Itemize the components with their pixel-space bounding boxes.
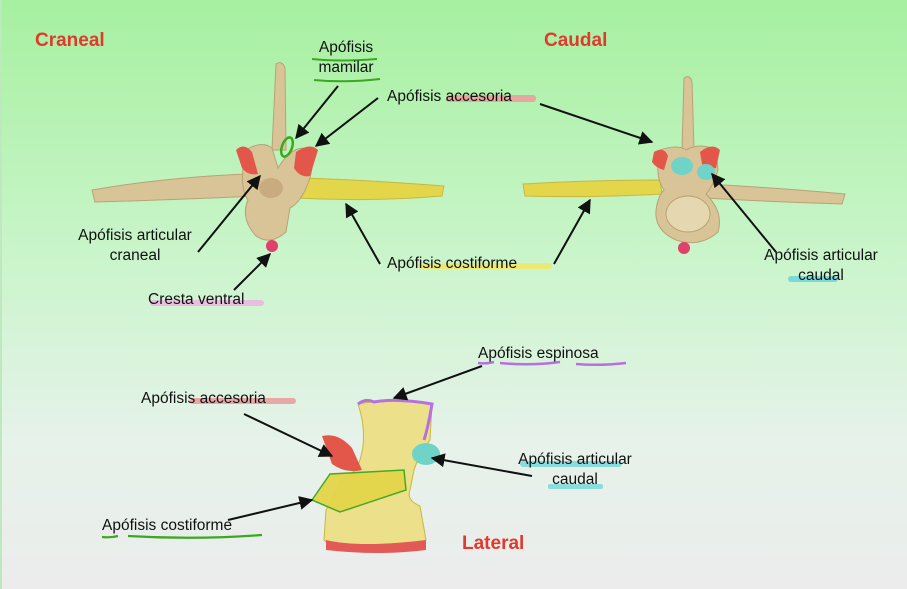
label-apofisis-mamilar-line1: Apófisis <box>318 39 374 56</box>
caudal-vertebra <box>522 76 846 254</box>
label-apofisis-articular-craneal-line1: Apófisis articular <box>78 227 192 244</box>
label-apofisis-espinosa: Apófisis espinosa <box>478 345 599 362</box>
lateral-vertebra <box>310 398 440 553</box>
label-apofisis-articular-caudal-right: Apófisis articular caudal <box>746 246 896 286</box>
label-highlights <box>101 58 838 539</box>
label-apofisis-costiforme-top: Apófisis costiforme <box>387 255 518 272</box>
cranial-view-title: Craneal <box>35 30 105 51</box>
label-apofisis-accesoria-lateral: Apófisis accesoria <box>141 390 266 407</box>
label-apofisis-articular-craneal-line2: craneal <box>109 247 161 264</box>
label-apofisis-mamilar-line2: mamilar <box>318 59 374 76</box>
label-apofisis-articular-caudal-lateral-line1: Apófisis articular <box>518 451 632 468</box>
cranial-vertebra <box>91 62 445 252</box>
label-apofisis-articular-caudal-lateral-line2: caudal <box>552 471 598 488</box>
label-apofisis-articular-craneal: Apófisis articular craneal <box>60 226 210 266</box>
label-cresta-ventral: Cresta ventral <box>148 291 245 308</box>
label-apofisis-mamilar: Apófisis mamilar <box>308 38 384 78</box>
label-apofisis-costiforme-lateral: Apófisis costiforme <box>102 517 233 534</box>
label-apofisis-accesoria-top: Apófisis accesoria <box>387 88 512 105</box>
label-apofisis-articular-caudal-right-line2: caudal <box>798 267 844 284</box>
label-apofisis-articular-caudal-right-line1: Apófisis articular <box>764 247 878 264</box>
lateral-view-title: Lateral <box>462 533 525 554</box>
label-apofisis-articular-caudal-lateral: Apófisis articular caudal <box>500 450 650 490</box>
pointer-arrows <box>197 85 777 521</box>
caudal-view-title: Caudal <box>544 30 608 51</box>
left-edge-border <box>0 0 2 589</box>
